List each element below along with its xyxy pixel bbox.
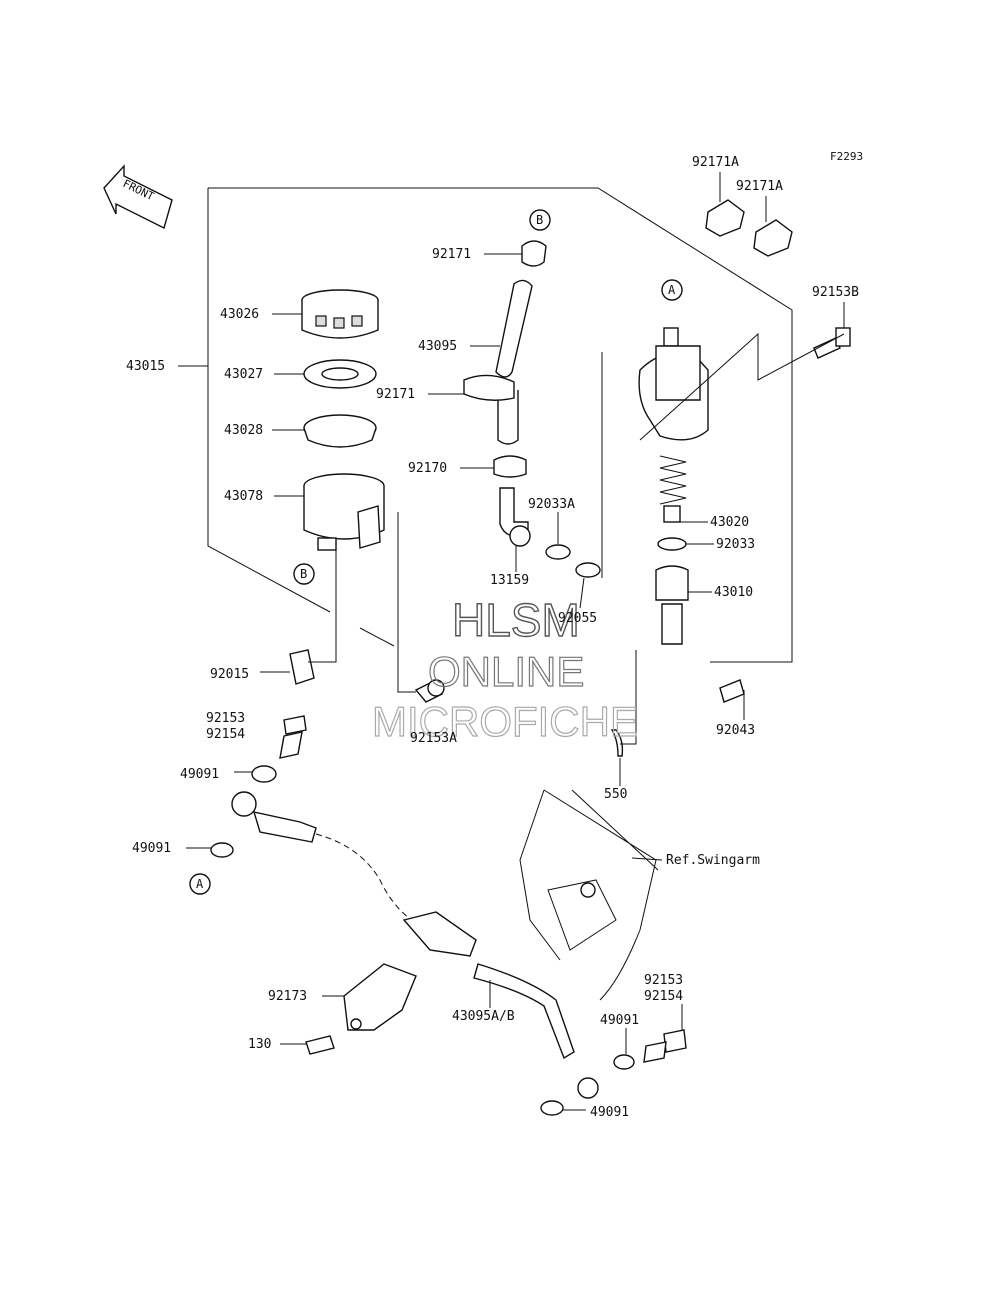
bolt-92153B — [813, 327, 851, 359]
pin-92043 — [719, 679, 745, 703]
front-arrow-icon: FRONT — [103, 164, 173, 230]
marker-b-top: B — [529, 209, 551, 231]
hose-clamp-92171A-1 — [705, 199, 745, 237]
part-label-92171A: 92171A — [736, 179, 783, 194]
spring-43020 — [659, 455, 687, 523]
reservoir-43078 — [303, 473, 385, 551]
ref-swingarm-label: Ref.Swingarm — [666, 853, 760, 868]
part-label-92033: 92033 — [716, 537, 755, 552]
part-label-92171: 92171 — [376, 387, 415, 402]
svg-text:A: A — [668, 283, 676, 297]
part-label-92043: 92043 — [716, 723, 755, 738]
o-ring-92055 — [575, 562, 601, 578]
svg-text:B: B — [536, 213, 543, 227]
part-label-13159: 13159 — [490, 573, 529, 588]
part-label-92015: 92015 — [210, 667, 249, 682]
marker-a-top: A — [661, 279, 683, 301]
part-label-92153B: 92153B — [812, 285, 859, 300]
bolt-92153A — [414, 679, 445, 703]
part-label-92153: 92153 — [206, 711, 245, 726]
leader-lines — [186, 172, 845, 1111]
part-label-92033A: 92033A — [528, 497, 575, 512]
washer-49091-c — [613, 1054, 635, 1070]
diaphragm-plate-43027 — [303, 359, 377, 389]
washer-49091-upper — [251, 765, 277, 783]
part-label-43026: 43026 — [220, 307, 259, 322]
watermark-microfiche: MICROFICHE — [372, 698, 638, 745]
part-label-49091: 49091 — [600, 1013, 639, 1028]
hose-joint-43095AB — [402, 911, 599, 1099]
part-label-92173: 92173 — [268, 989, 307, 1004]
brake-hose-upper — [231, 791, 421, 927]
part-label-49091: 49091 — [180, 767, 219, 782]
reservoir-cap-43026 — [301, 289, 379, 339]
part-label-43010: 43010 — [714, 585, 753, 600]
svg-text:B: B — [300, 567, 307, 581]
part-label-92154: 92154 — [644, 989, 683, 1004]
part-label-43078: 43078 — [224, 489, 263, 504]
svg-text:A: A — [196, 877, 204, 891]
snap-ring-92033 — [657, 537, 687, 551]
fitting-13159 — [499, 487, 531, 547]
watermark-hlsm: HLSM — [452, 594, 580, 646]
marker-a-bottom: A — [189, 873, 211, 895]
push-rod-43010 — [655, 565, 689, 645]
diagram-code: F2293 — [830, 150, 863, 163]
part-label-130: 130 — [248, 1037, 271, 1052]
marker-b-bottom: B — [293, 563, 315, 585]
part-label-49091: 49091 — [132, 841, 171, 856]
banjo-bolt-upper — [279, 715, 307, 759]
bolt-130 — [305, 1035, 335, 1055]
washer-49091-lower — [210, 842, 234, 858]
swingarm-outline — [519, 789, 659, 1001]
hose-clamp-92171-mid — [463, 374, 515, 401]
part-label-43027: 43027 — [224, 367, 263, 382]
assembly-outline — [178, 187, 793, 663]
hose-clamp-92170 — [493, 455, 527, 478]
part-label-92153A: 92153A — [410, 731, 457, 746]
part-label-92153: 92153 — [644, 973, 683, 988]
hose-clamp-92171-top — [521, 240, 547, 267]
part-label-43095AB: 43095A/B — [452, 1009, 515, 1024]
part-label-43015: 43015 — [126, 359, 165, 374]
banjo-bolt-lower — [643, 1029, 687, 1063]
cotter-pin-550 — [610, 729, 624, 757]
circlip-92033A — [545, 544, 571, 560]
guard-92173 — [343, 963, 417, 1031]
part-label-49091: 49091 — [590, 1105, 629, 1120]
master-cylinder-body — [638, 327, 709, 441]
clip-nut-92015 — [289, 649, 315, 685]
diaphragm-43028 — [303, 414, 377, 448]
hose-clamp-92171A-2 — [753, 219, 793, 257]
part-label-43095: 43095 — [418, 339, 457, 354]
watermark-online: ONLINE — [428, 648, 584, 695]
part-label-92170: 92170 — [408, 461, 447, 476]
part-label-43020: 43020 — [710, 515, 749, 530]
part-label-550: 550 — [604, 787, 627, 802]
part-label-92154: 92154 — [206, 727, 245, 742]
part-label-43028: 43028 — [224, 423, 263, 438]
part-label-92055: 92055 — [558, 611, 597, 626]
hose-43095 — [495, 279, 533, 445]
part-label-92171A: 92171A — [692, 155, 739, 170]
washer-49091-d — [540, 1100, 564, 1116]
part-label-92171: 92171 — [432, 247, 471, 262]
